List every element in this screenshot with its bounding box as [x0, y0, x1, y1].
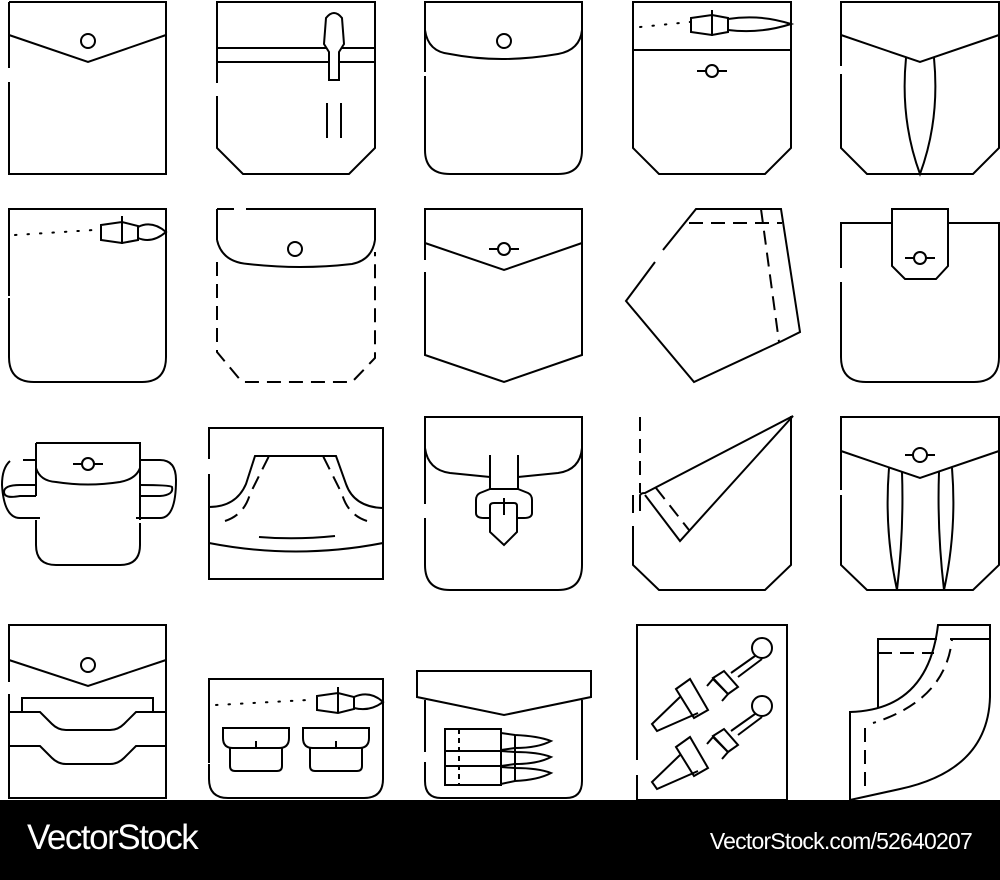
- pocket-icon-box-pleat: [840, 1, 1000, 177]
- pocket-icon-rounded-flap: [424, 1, 583, 175]
- pocket-icon-bullet-holder: [416, 670, 592, 799]
- pocket-icon-zipper-pouches: [208, 678, 385, 799]
- pocket-icon-zipper-rounded: [8, 208, 168, 383]
- brand-logo-text: VectorStock: [27, 818, 199, 857]
- pocket-icon-grid: [0, 1, 1000, 800]
- pocket-icon-zipper-top-snap: [632, 1, 795, 175]
- pocket-icon-envelope-flap: [8, 1, 167, 175]
- pocket-icon-zip-clip: [216, 1, 376, 175]
- pocket-icon-pointed-flap: [424, 208, 583, 384]
- image-url-text: VectorStock.com/52640207: [709, 828, 973, 854]
- pocket-icon-double-pleat: [840, 416, 1000, 591]
- pocket-icon-dashed-flap: [216, 208, 376, 383]
- pocket-icon-curved-coin: [849, 624, 991, 800]
- pocket-icon-pentagon-patch: [624, 208, 802, 384]
- pocket-icon-grenade-holder: [636, 624, 788, 800]
- pocket-icon-layered-slit: [8, 624, 167, 799]
- pocket-icon-folded-corner: [632, 415, 794, 591]
- pocket-icon-belt-pouch: [0, 442, 178, 566]
- pocket-icon-buckle-strap: [424, 416, 583, 591]
- pocket-icon-jeans-front: [208, 427, 384, 580]
- footer-bar: VectorStock VectorStock.com/52640207: [0, 800, 1000, 880]
- pocket-icon-tab-closure: [840, 208, 1000, 383]
